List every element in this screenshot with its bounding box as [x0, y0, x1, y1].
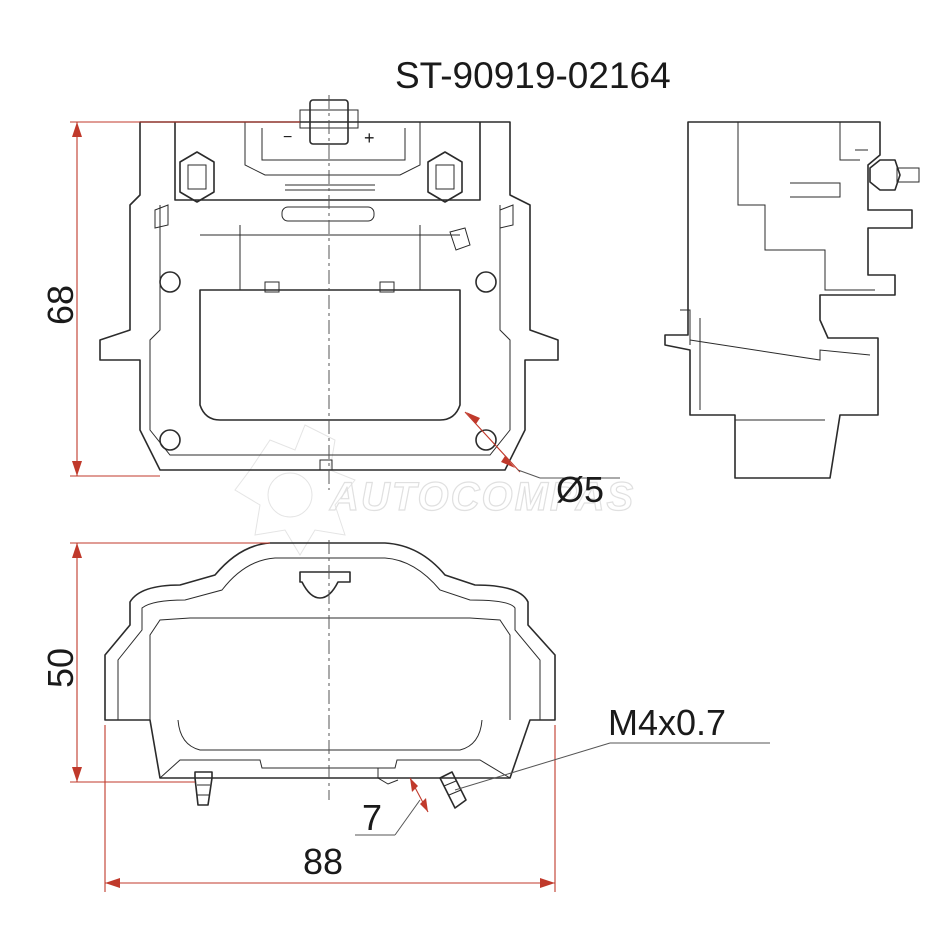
dim-hole-diameter: Ø5: [464, 411, 620, 510]
top-view: − +: [99, 95, 559, 490]
dim-width-88: 88: [104, 725, 556, 892]
watermark-logo: AUTOCOMPAS: [234, 424, 635, 556]
terminal-right: [427, 151, 463, 203]
stud-left: [194, 771, 213, 806]
dim-hole-label: Ø5: [556, 469, 604, 510]
dim-height-50: 50: [40, 542, 270, 783]
svg-text:+: +: [364, 128, 375, 148]
thread-callout: M4x0.7: [454, 702, 770, 791]
dim-height-68: 68: [40, 121, 300, 477]
dim-stud-length-7: 7: [355, 777, 429, 838]
svg-text:−: −: [283, 129, 292, 146]
side-view: [664, 121, 920, 479]
dim-50-label: 50: [40, 648, 81, 688]
thread-label: M4x0.7: [608, 702, 726, 743]
watermark-text: AUTOCOMPAS: [329, 475, 635, 519]
stud-right: [439, 771, 467, 809]
dim-68-label: 68: [40, 285, 81, 325]
terminal-left: [179, 151, 215, 203]
part-number: ST-90919-02164: [395, 55, 671, 96]
dim-88-label: 88: [303, 841, 343, 882]
bottom-view: [104, 540, 556, 809]
dim-7-label: 7: [362, 797, 382, 838]
